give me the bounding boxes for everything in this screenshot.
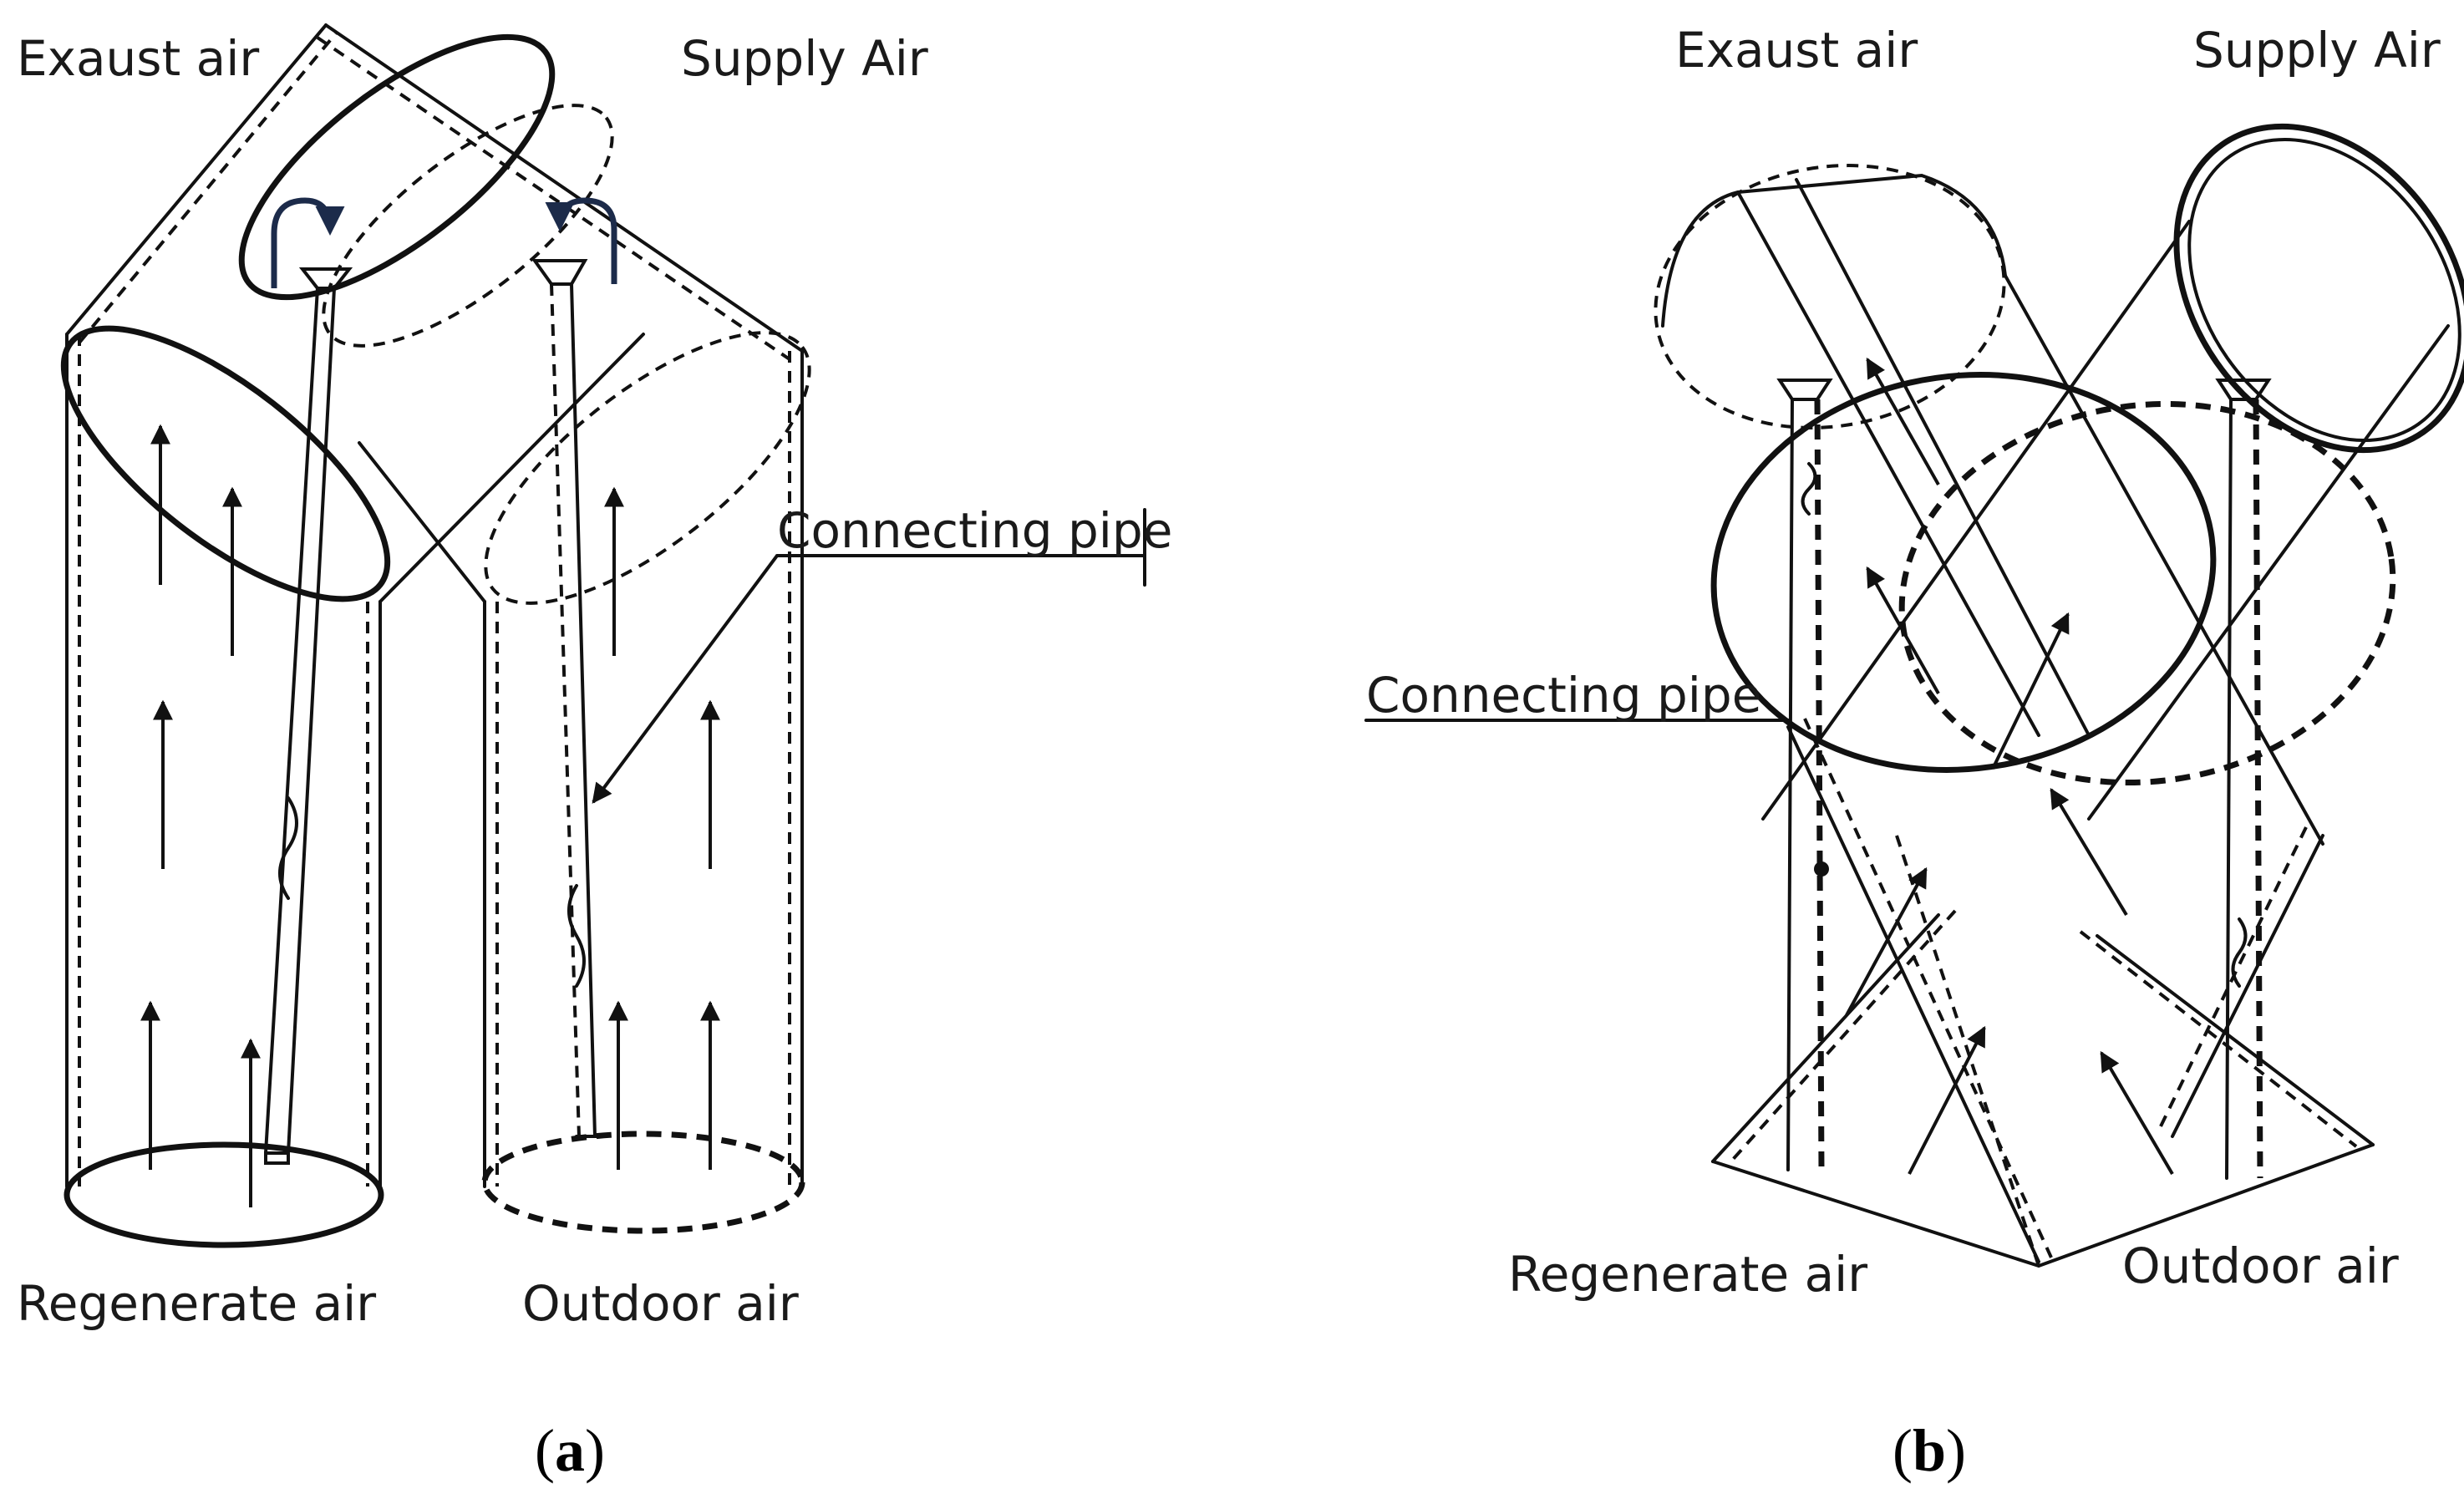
panel-b-exhaust-middle-ellipse [1710,372,2217,773]
panel-b-label-connecting-pipe: Connecting pipe [1366,667,1761,724]
panel-b-label-outdoor-air: Outdoor air [2122,1237,2399,1294]
flow-arrow-icon [1991,612,2070,770]
panel-a-connecting-pipe-leader [592,508,1146,804]
caption-close-paren: ) [585,1417,605,1484]
panel-b-exhaust-cylinder [1654,164,2324,846]
panel-b-middle-ellipses [1710,372,2396,786]
panel-b-supply-cylinder [1761,123,2464,821]
panel-a-label-regenerate-air: Regenerate air [17,1275,376,1332]
panel-b-connecting-pipes [1776,379,2272,1180]
panel-b-exhaust-outlet-ellipse [1654,164,2006,429]
caption-open-paren: ( [1892,1417,1913,1484]
panel-a-label-outdoor-air: Outdoor air [522,1275,799,1332]
caption-letter-a: a [555,1417,585,1484]
panel-a-left-cylinder [60,325,391,1248]
return-arrow-icon [545,197,617,284]
panel-a-flow-arrows [140,424,720,1207]
flow-arrow-icon [2050,787,2128,917]
panel-a: Exaust air Supply Air Connecting pipe Re… [17,23,1172,1484]
panel-a-outdoor-inlet-ellipse [481,1131,805,1234]
panel-b-lower-ducts [1711,718,2375,1268]
panel-b-caption: (b) [1892,1417,1966,1484]
panel-a-label-exhaust-air: Exaust air [17,30,259,87]
panel-a-label-connecting-pipe: Connecting pipe [777,502,1172,559]
panel-b-flow-arrows [1845,357,2174,1176]
flow-arrow-icon [1866,566,1940,694]
panel-b-supply-middle-ellipse [1898,400,2396,786]
panel-b-label-regenerate-air: Regenerate air [1508,1246,1867,1303]
panel-a-top-outlet-ellipse [238,33,556,301]
panel-b-label-supply-air: Supply Air [2193,22,2441,79]
panel-a-caption: (a) [535,1417,605,1484]
panel-b-supply-outlet-ellipse [2173,123,2464,454]
panel-a-label-supply-air: Supply Air [681,30,928,87]
flow-arrow-icon [1845,866,1928,1016]
flow-arrow-icon [1908,1025,1986,1175]
panel-a-return-arrows [271,197,617,288]
panel-a-regenerate-inlet-ellipse [64,1141,384,1248]
flow-arrow-icon [1866,357,1940,485]
caption-open-paren: ( [535,1417,555,1484]
panel-a-top-inclined-duct [65,23,804,603]
flow-arrow-icon [2100,1050,2174,1176]
panel-a-left-top-ellipse [60,325,391,602]
panel-a-connecting-pipes [264,259,598,1165]
return-arrow-icon [271,197,345,288]
panel-a-right-cylinder [481,331,811,1234]
panel-b: Exaust air Supply Air Connecting pipe Re… [1364,22,2464,1484]
panel-a-right-top-ellipse [484,331,811,605]
panel-b-label-exhaust-air: Exaust air [1675,22,1918,79]
caption-letter-b: b [1913,1417,1946,1484]
caption-close-paren: ) [1946,1417,1966,1484]
